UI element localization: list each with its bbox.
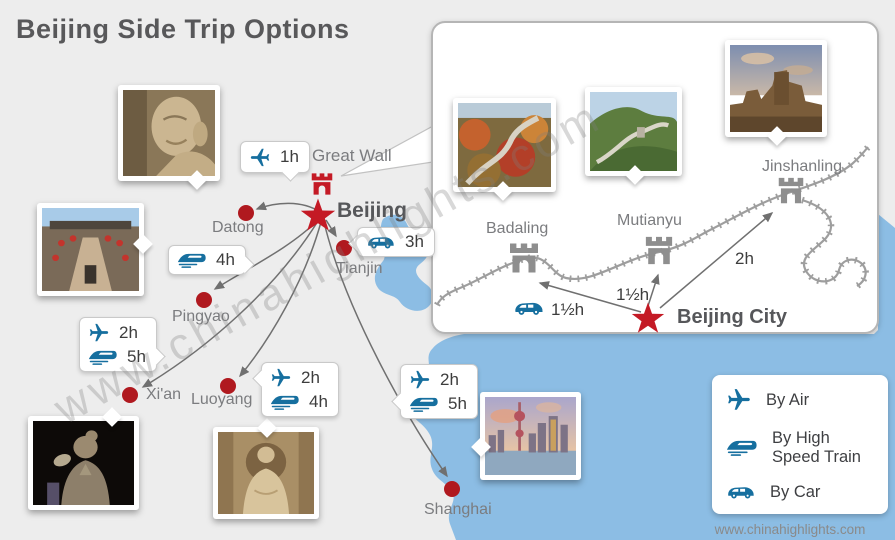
legend-item-train: By High Speed Train bbox=[726, 429, 878, 467]
datong-route-badge: 1h bbox=[240, 141, 310, 182]
photo-xian-terracotta-warrior bbox=[28, 407, 139, 510]
beijing-label: Beijing bbox=[337, 199, 408, 222]
arrow-beijing-shanghai bbox=[323, 221, 448, 478]
travel-time: 5h bbox=[448, 394, 467, 413]
travel-time: 2h bbox=[440, 370, 459, 389]
photo-datong-yungang-grottoes bbox=[118, 85, 220, 190]
photo-luoyang-longmen-grottoes bbox=[213, 418, 319, 519]
travel-time: 3h bbox=[405, 232, 424, 251]
arrow-beijing-luoyang bbox=[239, 221, 322, 378]
plane-icon bbox=[409, 369, 431, 391]
xian-label: Xi'an bbox=[146, 386, 182, 403]
mutianyu-label: Mutianyu bbox=[617, 212, 682, 229]
train-icon bbox=[409, 395, 439, 413]
plane-icon bbox=[249, 146, 271, 168]
train-icon bbox=[726, 438, 758, 457]
luoyang-label: Luoyang bbox=[191, 391, 253, 408]
travel-time: 2h bbox=[301, 368, 320, 387]
pingyao-dot bbox=[196, 292, 212, 308]
luoyang-dot bbox=[220, 378, 236, 394]
car-icon bbox=[726, 484, 756, 500]
car-icon bbox=[513, 299, 545, 317]
legend-label: By Air bbox=[766, 390, 810, 409]
legend-item-car: By Car bbox=[726, 483, 878, 502]
tianjin-label: Tianjin bbox=[336, 260, 383, 277]
website-url: www.chinahighlights.com bbox=[714, 522, 866, 537]
plane-icon bbox=[270, 367, 292, 389]
inset-route-arrows bbox=[538, 212, 774, 313]
plane-icon bbox=[726, 387, 752, 413]
xian-route-badge: 2h 5h bbox=[79, 317, 166, 372]
photo-pingyao-courtyard bbox=[37, 203, 153, 296]
plane-icon bbox=[88, 322, 110, 344]
tianjin-route-badge: 3h bbox=[348, 227, 435, 257]
arrow-beijingcity-badaling bbox=[538, 281, 642, 313]
arrow-beijingcity-jinshanling bbox=[659, 212, 774, 309]
legend-box: By Air By High Speed Train By Car bbox=[712, 375, 888, 514]
travel-time: 4h bbox=[216, 250, 235, 269]
page-title: Beijing Side Trip Options bbox=[16, 14, 350, 44]
pingyao-label: Pingyao bbox=[172, 308, 230, 325]
train-icon bbox=[177, 251, 207, 269]
travel-time: 2h bbox=[119, 323, 138, 342]
tianjin-dot bbox=[336, 240, 352, 256]
mutianyu-travel-time: 1½h bbox=[616, 285, 650, 304]
legend-item-air: By Air bbox=[726, 387, 878, 413]
city-dots bbox=[122, 205, 460, 497]
pingyao-route-badge: 4h bbox=[168, 245, 255, 275]
arrow-beijingcity-mutianyu bbox=[647, 273, 660, 307]
train-icon bbox=[270, 393, 300, 411]
badaling-drive-time: 1½h bbox=[551, 300, 585, 319]
photo-jinshanling-great-wall bbox=[725, 40, 827, 146]
travel-time: 5h bbox=[127, 347, 146, 366]
travel-time: 1h bbox=[280, 147, 299, 166]
beijing-city-label: Beijing City bbox=[677, 306, 788, 328]
jinshanling-travel-time: 2h bbox=[735, 249, 754, 268]
photo-shanghai-skyline bbox=[471, 392, 581, 480]
xian-dot bbox=[122, 387, 138, 403]
luoyang-route-badge: 2h 4h bbox=[252, 362, 339, 417]
arrow-beijing-tianjin bbox=[325, 219, 337, 238]
train-icon bbox=[88, 348, 118, 366]
legend-label: By Car bbox=[770, 482, 821, 501]
datong-label: Datong bbox=[212, 219, 264, 236]
badaling-label: Badaling bbox=[486, 220, 549, 237]
car-icon bbox=[366, 234, 396, 250]
photo-badaling-great-wall bbox=[453, 98, 556, 201]
great-wall-label: Great Wall bbox=[312, 146, 392, 165]
shanghai-label: Shanghai bbox=[424, 501, 492, 518]
legend-label: By High Speed Train bbox=[772, 429, 861, 466]
datong-dot bbox=[238, 205, 254, 221]
travel-time: 4h bbox=[309, 392, 328, 411]
shanghai-route-badge: 2h 5h bbox=[391, 364, 478, 419]
jinshanling-label: Jinshanling bbox=[762, 158, 843, 175]
arrow-beijing-xian bbox=[141, 220, 319, 388]
shanghai-dot bbox=[444, 481, 460, 497]
photo-mutianyu-great-wall bbox=[585, 87, 682, 185]
